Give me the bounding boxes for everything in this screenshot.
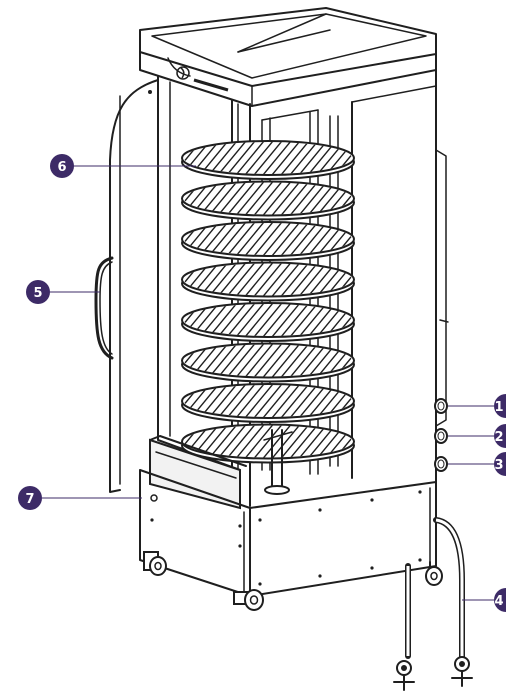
tray-7 — [181, 383, 355, 423]
tray-6 — [181, 342, 355, 383]
callout-3: 3 — [494, 452, 506, 476]
gas-hoses — [393, 517, 473, 691]
gas-valve-left-icon — [393, 660, 415, 691]
callout-5: 5 — [26, 280, 50, 304]
control-knobs — [434, 398, 448, 472]
rotating-trays — [181, 140, 355, 464]
callout-1: 1 — [494, 394, 506, 418]
wheel-front-right-icon — [233, 589, 264, 611]
gas-valve-right-icon — [451, 656, 473, 687]
knob-3-icon — [434, 456, 448, 472]
svg-text:1: 1 — [494, 400, 503, 415]
right-side-panel — [351, 69, 449, 483]
wheel-front-left-icon — [143, 551, 167, 576]
svg-text:3: 3 — [494, 458, 503, 473]
callout-4: 4 — [494, 588, 506, 612]
svg-text:5: 5 — [33, 286, 42, 301]
wheel-back-right-icon — [425, 561, 443, 586]
top-canopy — [139, 7, 437, 107]
callout-6: 6 — [50, 154, 74, 178]
open-glass-door — [94, 79, 159, 493]
svg-text:7: 7 — [25, 492, 34, 507]
svg-text:6: 6 — [57, 160, 66, 175]
door-handle-icon — [94, 256, 114, 360]
tray-8 — [181, 423, 355, 464]
callout-leaders — [42, 165, 494, 601]
tray-2 — [181, 180, 355, 221]
tray-5 — [181, 302, 355, 342]
tray-4 — [181, 261, 355, 302]
svg-text:2: 2 — [494, 430, 503, 445]
rack-hub — [263, 429, 293, 495]
knob-2-icon — [434, 428, 448, 444]
tray-1 — [181, 140, 355, 180]
drip-tray — [149, 435, 247, 510]
callout-2: 2 — [494, 424, 506, 448]
caster-wheels — [143, 551, 443, 611]
svg-text:4: 4 — [494, 594, 503, 609]
callout-7: 7 — [18, 486, 42, 510]
knob-1-icon — [434, 398, 448, 414]
tray-3 — [181, 221, 355, 261]
brand-logo-icon — [176, 66, 229, 92]
